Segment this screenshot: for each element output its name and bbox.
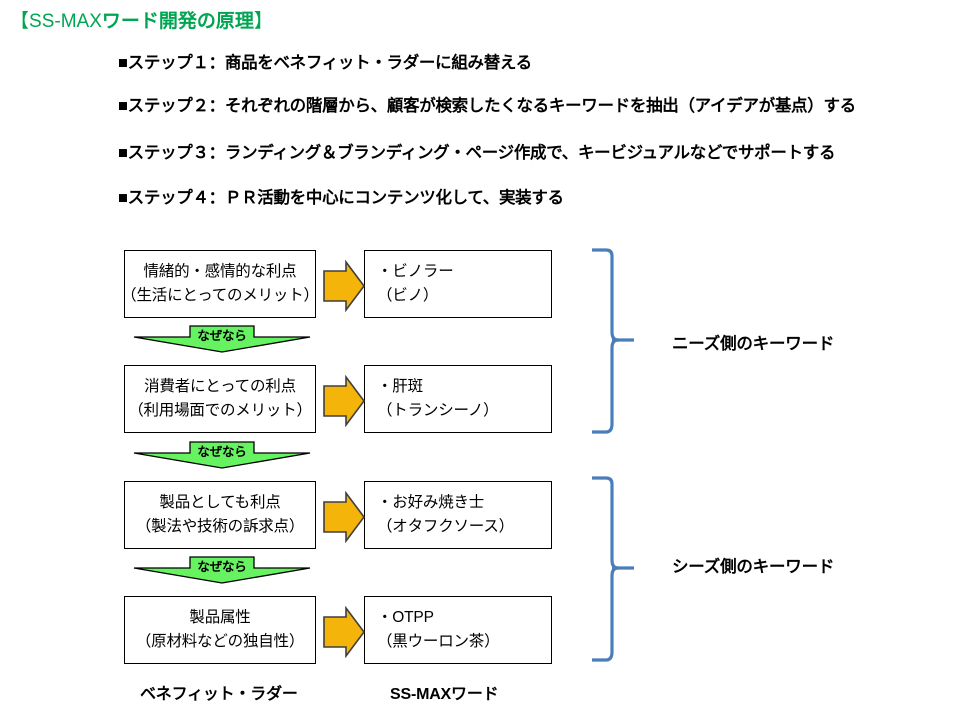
group-bracket-seeds [592, 476, 634, 662]
step-item-1: ■ステップ１：商品をベネフィット・ラダーに組み替える [118, 54, 532, 72]
right-arrow-icon-2 [323, 375, 365, 427]
step-item-4: ■ステップ４：ＰＲ活動を中心にコンテンツ化して、実装する [118, 189, 564, 207]
title-close-bracket: 】 [253, 11, 273, 32]
keyword-box-3-line2: （オタフクソース） [377, 518, 514, 535]
title-brand: SS-MAX [29, 11, 102, 32]
right-arrow-icon-4 [323, 606, 365, 658]
right-arrow-icon-1 [323, 260, 365, 312]
step-item-2: ■ステップ２：それぞれの階層から、顧客が検索したくなるキーワードを抽出（アイデア… [118, 97, 856, 115]
axis-label-left: ベネフィット・ラダー [140, 686, 298, 703]
ladder-box-4-line1: 製品属性 [189, 608, 251, 626]
page-title: 【SS-MAXワード開発の原理】 [10, 6, 273, 33]
ladder-box-4: 製品属性 （原材料などの独自性） [124, 596, 316, 664]
group-label-needs: ニーズ側のキーワード [672, 335, 835, 353]
keyword-box-2-line2: （トランシーノ） [377, 402, 499, 419]
keyword-box-1-line1: ・ビノラー [377, 262, 454, 280]
ladder-box-2-line2: （利用場面でのメリット） [128, 402, 312, 419]
keyword-box-3-line1: ・お好み焼き士 [377, 493, 485, 511]
keyword-box-4-line1: ・OTPP [377, 608, 434, 626]
keyword-box-4: ・OTPP （黒ウーロン茶） [364, 596, 552, 664]
chevron-down-icon-3 [133, 556, 311, 584]
step-item-3: ■ステップ３：ランディング＆ブランディング・ページ作成で、キービジュアルなどでサ… [118, 144, 836, 162]
ladder-box-2-line1: 消費者にとっての利点 [144, 377, 296, 395]
title-open-bracket: 【 [10, 11, 30, 32]
ladder-box-1-line1: 情緒的・感情的な利点 [143, 262, 297, 280]
chevron-down-icon-1 [133, 325, 311, 353]
keyword-box-1-line2: （ビノ） [377, 287, 439, 304]
keyword-box-2: ・肝斑 （トランシーノ） [364, 365, 552, 433]
ladder-box-2: 消費者にとっての利点 （利用場面でのメリット） [124, 365, 316, 433]
ladder-box-3: 製品としても利点 （製法や技術の訴求点） [124, 481, 316, 549]
ladder-box-3-line1: 製品としても利点 [159, 493, 281, 511]
ladder-box-1-line2: （生活にとってのメリット） [121, 287, 319, 304]
chevron-down-icon-2 [133, 441, 311, 469]
group-bracket-needs [592, 248, 634, 434]
keyword-box-3: ・お好み焼き士 （オタフクソース） [364, 481, 552, 549]
ladder-box-3-line2: （製法や技術の訴求点） [135, 518, 305, 535]
keyword-box-2-line1: ・肝斑 [377, 377, 423, 395]
title-rest: ワード開発の原理 [101, 11, 254, 32]
keyword-box-1: ・ビノラー （ビノ） [364, 250, 552, 318]
connector-chevron-1: なぜなら [132, 324, 312, 354]
ladder-box-1: 情緒的・感情的な利点 （生活にとってのメリット） [121, 250, 319, 318]
axis-label-right: SS-MAXワード [390, 686, 499, 703]
group-label-seeds: シーズ側のキーワード [672, 558, 835, 576]
ladder-box-4-line2: （原材料などの独自性） [135, 633, 305, 650]
keyword-box-4-line2: （黒ウーロン茶） [377, 633, 500, 650]
connector-chevron-3: なぜなら [132, 555, 312, 585]
right-arrow-icon-3 [323, 491, 365, 543]
connector-chevron-2: なぜなら [132, 440, 312, 470]
